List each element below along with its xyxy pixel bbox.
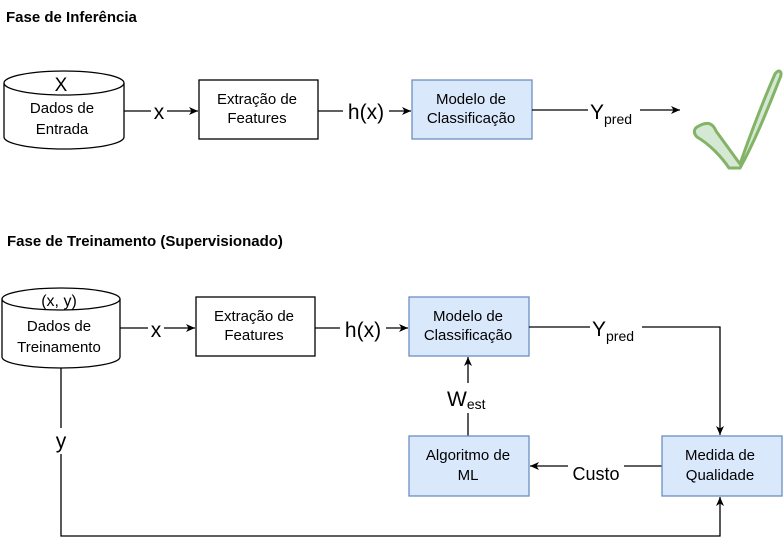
training-cost-label: Custo <box>572 464 619 484</box>
inference-feature-label-2: Features <box>227 110 286 127</box>
training-feature-label-1: Extração de <box>214 308 294 325</box>
training-output-label: Ypred <box>592 318 634 344</box>
inference-output: Ypred <box>532 96 680 127</box>
training-edge-x-label: x <box>151 319 162 342</box>
training-store-label-1: Dados de <box>27 318 91 335</box>
inference-feature-box: Extração de Features <box>198 79 319 140</box>
training-edge-y: y <box>52 368 724 537</box>
training-quality-box: Medida de Qualidade <box>661 435 783 497</box>
training-algorithm-box: Algoritmo de ML <box>408 435 530 497</box>
inference-edge-x: x <box>124 100 198 124</box>
training-store-label-2: Treinamento <box>17 339 101 356</box>
inference-title: Fase de Inferência <box>6 9 138 26</box>
inference-data-store: X Dados de Entrada <box>3 70 125 150</box>
training-quality-label-2: Qualidade <box>686 467 754 484</box>
training-algorithm-label-2: ML <box>458 467 479 484</box>
inference-edge-hx: h(x) <box>318 99 411 124</box>
checkmark-icon <box>692 69 783 170</box>
inference-store-label-1: Dados de <box>30 100 94 117</box>
inference-feature-label-1: Extração de <box>217 91 297 108</box>
inference-store-label-2: Entrada <box>36 121 89 138</box>
training-weights-edge: West <box>444 357 494 436</box>
training-quality-label-1: Medida de <box>685 447 755 464</box>
training-edge-hx-label: h(x) <box>345 319 381 342</box>
training-edge-y-label: y <box>56 430 67 453</box>
training-output: Ypred <box>529 314 724 435</box>
training-algorithm-label-1: Algoritmo de <box>426 447 510 464</box>
training-model-label-2: Classificação <box>424 327 512 344</box>
training-feature-label-2: Features <box>224 327 283 344</box>
training-data-store: (x, y) Dados de Treinamento <box>1 287 121 369</box>
inference-edge-hx-label: h(x) <box>348 101 384 124</box>
inference-model-box: Modelo de Classificação <box>411 79 533 140</box>
inference-store-symbol: X <box>55 75 68 96</box>
training-feature-box: Extração de Features <box>195 296 316 357</box>
training-cost-edge: Custo <box>530 454 662 484</box>
training-edge-hx: h(x) <box>315 316 408 342</box>
training-weights-label: West <box>447 388 486 412</box>
training-store-symbol: (x, y) <box>41 293 77 310</box>
inference-output-label: Ypred <box>590 101 632 127</box>
training-model-label-1: Modelo de <box>433 308 503 325</box>
inference-model-label-1: Modelo de <box>436 91 506 108</box>
inference-edge-x-label: x <box>154 101 165 124</box>
training-title: Fase de Treinamento (Supervisionado) <box>7 233 283 250</box>
training-edge-x: x <box>120 317 195 342</box>
inference-model-label-2: Classificação <box>427 110 515 127</box>
training-model-box: Modelo de Classificação <box>408 296 530 357</box>
